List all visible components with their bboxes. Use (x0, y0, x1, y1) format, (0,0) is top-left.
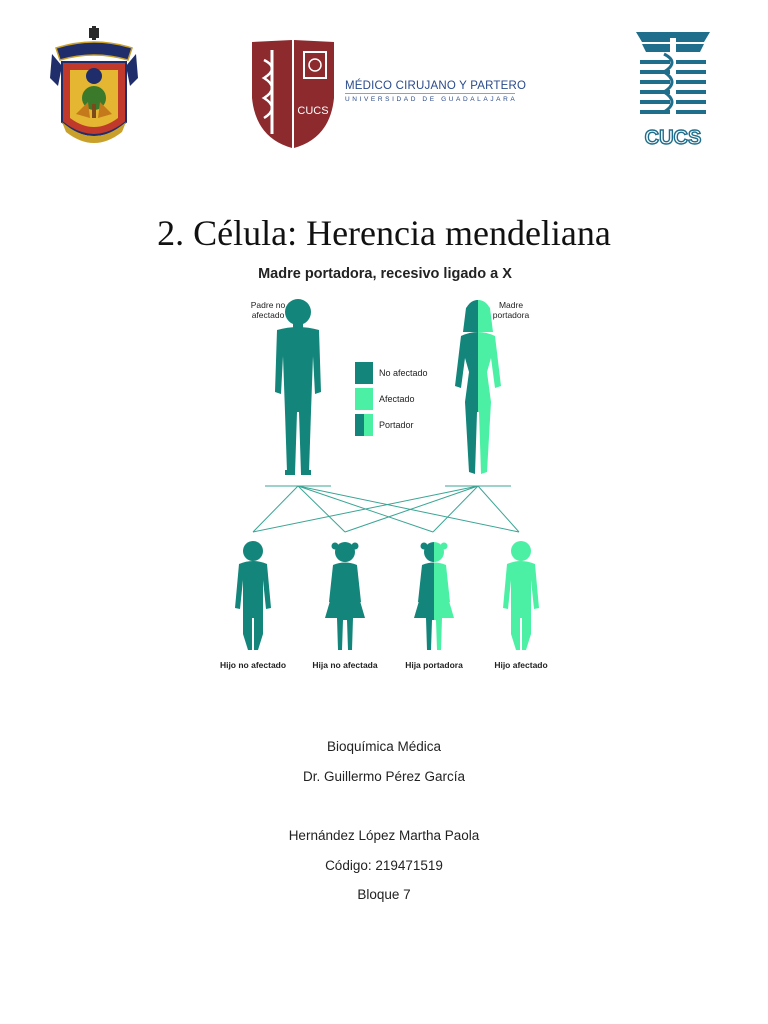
mother-figure (455, 300, 501, 474)
legend-label-carrier: Portador (379, 420, 414, 430)
cucs-caduceus-shield-icon: CUCS (252, 40, 334, 148)
cucs-text: CUCS (645, 127, 702, 148)
child-label-daughter-unaffected: Hija no afectada (312, 660, 378, 670)
university-name: UNIVERSIDAD DE GUADALAJARA (345, 96, 518, 103)
course-name: Bioquímica Médica (326, 739, 442, 754)
child-label-son-unaffected: Hijo no afectado (219, 660, 287, 670)
legend-swatch-unaffected (355, 362, 373, 384)
student-code: Código: 219471519 (325, 858, 443, 873)
logo-header: CUCS MÉDICO CIRUJANO Y PARTERO UNIVERSID… (0, 0, 768, 170)
legend-label-unaffected: No afectado (379, 368, 428, 378)
mother-label-line-2: portadora (492, 310, 530, 320)
child-label-son-affected: Hijo afectado (494, 660, 548, 670)
student-name: Hernández López Martha Paola (288, 828, 480, 843)
child-label-daughter-carrier: Hija portadora (405, 660, 463, 670)
child-daughter-carrier (414, 542, 454, 650)
child-son-unaffected (235, 541, 271, 650)
cucs-badge-text: CUCS (297, 105, 328, 117)
child-daughter-unaffected (325, 542, 365, 650)
block-number: Bloque 7 (357, 887, 411, 902)
father-label-line-1: Padre no (250, 300, 286, 310)
child-son-affected (503, 541, 539, 650)
mother-label: Madre portadora (483, 300, 539, 320)
teacher-name: Dr. Guillermo Pérez García (302, 769, 466, 784)
inheritance-lines (252, 485, 520, 533)
cucs-logo-icon: CUCS (636, 32, 710, 148)
legend-label-affected: Afectado (379, 394, 415, 404)
page-title: 2. Célula: Herencia mendeliana (157, 213, 611, 253)
inheritance-figure: Madre portadora, recesivo ligado a X Pad… (205, 262, 565, 682)
program-name: MÉDICO CIRUJANO Y PARTERO (345, 80, 527, 92)
figure-title: Madre portadora, recesivo ligado a X (258, 266, 512, 282)
udg-coat-of-arms-icon (50, 26, 138, 143)
logo-divider (345, 93, 515, 94)
father-label: Padre no afectado (243, 300, 293, 320)
father-figure (275, 299, 321, 475)
mother-label-line-1: Madre (498, 300, 524, 310)
legend-swatch-carrier (355, 414, 373, 436)
father-label-line-2: afectado (251, 310, 285, 320)
pedigree-diagram (235, 299, 539, 650)
legend-swatch-affected (355, 388, 373, 410)
